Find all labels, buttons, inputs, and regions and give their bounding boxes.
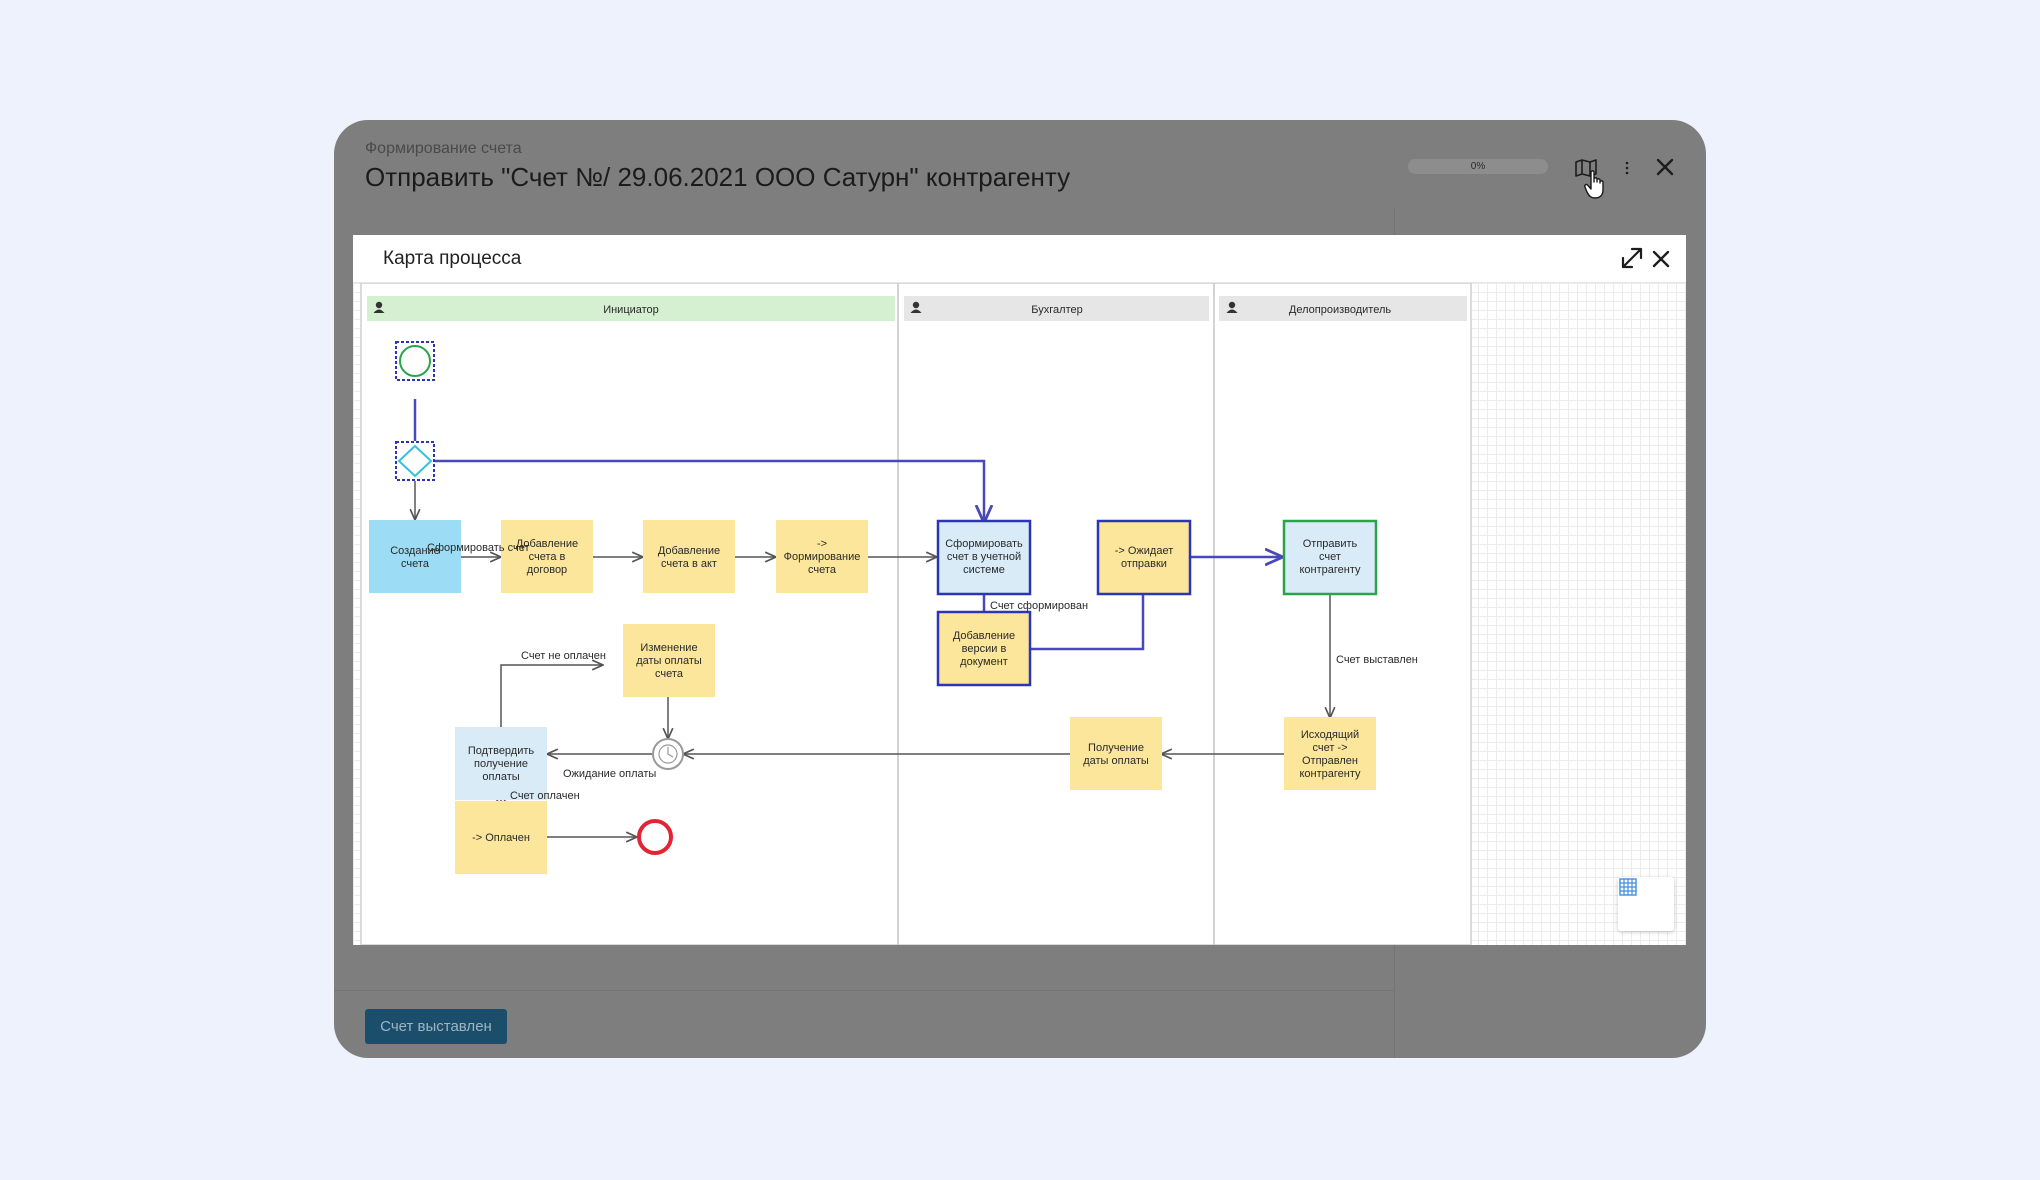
task-label-line: контрагенту [1299,564,1361,576]
page-title: Отправить "Счет №/ 29.06.2021 ООО Сатурн… [365,162,1070,193]
edge-label: Счет не оплачен [521,650,606,662]
task-outgoing-sent[interactable]: Исходящийсчет ->Отправленконтрагенту [1284,717,1376,790]
task-label-line: Формирование [784,551,861,563]
task-label: Добавлениеверсии вдокумент [953,630,1015,668]
task-add-to-contract[interactable]: Добавлениесчета вдоговор [501,520,593,593]
task-form-in-accounting[interactable]: Сформироватьсчет в учетнойсистеме [938,521,1030,594]
user-icon [376,302,382,308]
task-label-line: Подтвердить [468,745,535,757]
task-create-invoice[interactable]: Созданиесчета [369,520,461,593]
task-label-line: счета в [529,551,566,563]
task-add-version[interactable]: Добавлениеверсии вдокумент [938,612,1030,685]
task-label-line: Отправлен [1302,755,1358,767]
edge-label: Счет сформирован [990,600,1088,612]
task-label-line: отправки [1121,558,1167,570]
task-label-line: даты оплаты [636,655,702,667]
task-label-line: даты оплаты [1083,755,1149,767]
task-label: -> Оплачен [472,832,530,844]
expand-icon [1619,245,1645,271]
edge-label: Ожидание оплаты [563,768,656,780]
task-label-line: счета в акт [661,558,717,570]
task-formation[interactable]: ->Формированиесчета [776,520,868,593]
hand-cursor-icon [1584,170,1606,200]
task-add-to-act[interactable]: Добавлениесчета в акт [643,520,735,593]
task-label-line: Исходящий [1301,729,1359,741]
process-map-modal: Карта процесса [353,235,1686,945]
task-label-line: Отправить [1303,538,1358,550]
grid-icon [1618,877,1638,897]
grid-toggle-button[interactable] [1618,877,1674,931]
lane-clerk[interactable]: Делопроизводитель [1219,296,1467,321]
progress-bar: 0% [1408,159,1548,174]
task-label-line: оплаты [482,771,519,783]
task-label-line: договор [527,564,567,576]
task-label-line: счет [1319,551,1341,563]
user-icon [913,302,919,308]
lane-label: Делопроизводитель [1289,304,1391,316]
task-paid[interactable]: -> Оплачен [455,801,547,874]
timer-event[interactable] [653,739,683,769]
task-label-line: системе [963,564,1005,576]
task-label: Добавлениесчета в акт [658,545,720,570]
close-icon [1655,157,1675,177]
modal-title: Карта процесса [383,248,521,270]
task-send-to-counterparty[interactable]: Отправитьсчетконтрагенту [1284,521,1376,594]
task-label-line: получение [474,758,528,770]
edge-label: Счет выставлен [1336,654,1418,666]
task-label-line: -> Оплачен [472,832,530,844]
task-change-payment-date[interactable]: Изменениедаты оплатысчета [623,624,715,697]
process-canvas[interactable]: Инициатор Бухгалтер Делопроизводитель [353,283,1686,945]
task-label-line: -> Ожидает [1115,545,1174,557]
task-label-line: версии в [962,643,1007,655]
end-event[interactable] [639,821,671,853]
close-icon [1649,247,1673,271]
edge-label: Счет оплачен [510,790,580,802]
issued-button[interactable]: Счет выставлен [365,1009,507,1044]
task-receive-payment-date[interactable]: Получениедаты оплаты [1070,717,1162,790]
task-label-line: Сформировать [945,538,1023,550]
lane-label: Инициатор [603,304,659,316]
modal-header: Карта процесса [353,235,1686,283]
task-label-line: Добавление [953,630,1015,642]
task-label-line: счет -> [1312,742,1347,754]
task-label-line: счета [401,558,430,570]
task-label-line: контрагенту [1299,768,1361,780]
bottom-bar [334,990,1394,991]
task-label: Получениедаты оплаты [1083,742,1149,767]
process-diagram: Инициатор Бухгалтер Делопроизводитель [353,283,1686,945]
task-await-send[interactable]: -> Ожидаетотправки [1098,521,1190,594]
task-label: Исходящийсчет ->Отправленконтрагенту [1299,729,1361,780]
task-label: -> Ожидаетотправки [1115,545,1174,570]
task-label-line: Получение [1088,742,1144,754]
task-label-line: документ [960,656,1008,668]
edge-label: Сформировать счет [427,542,530,554]
modal-close-button[interactable] [1649,247,1673,271]
task-label-line: -> [817,538,827,550]
more-vertical-icon [1624,160,1630,176]
task-label-line: Изменение [640,642,697,654]
more-button[interactable] [1620,154,1634,182]
task-label-line: Добавление [658,545,720,557]
breadcrumb[interactable]: Формирование счета [365,140,1070,158]
close-button[interactable] [1650,152,1680,182]
task-label-line: счет в учетной [947,551,1021,563]
progress-text: 0% [1471,161,1485,172]
task-label-line: счета [808,564,837,576]
task-label-line: счета [655,668,684,680]
lane-accountant[interactable]: Бухгалтер [904,296,1209,321]
lane-initiator[interactable]: Инициатор [367,296,895,321]
lane-label: Бухгалтер [1031,304,1082,316]
app-header: Формирование счета Отправить "Счет №/ 29… [365,140,1070,193]
expand-button[interactable] [1619,245,1645,271]
user-icon [1229,302,1235,308]
